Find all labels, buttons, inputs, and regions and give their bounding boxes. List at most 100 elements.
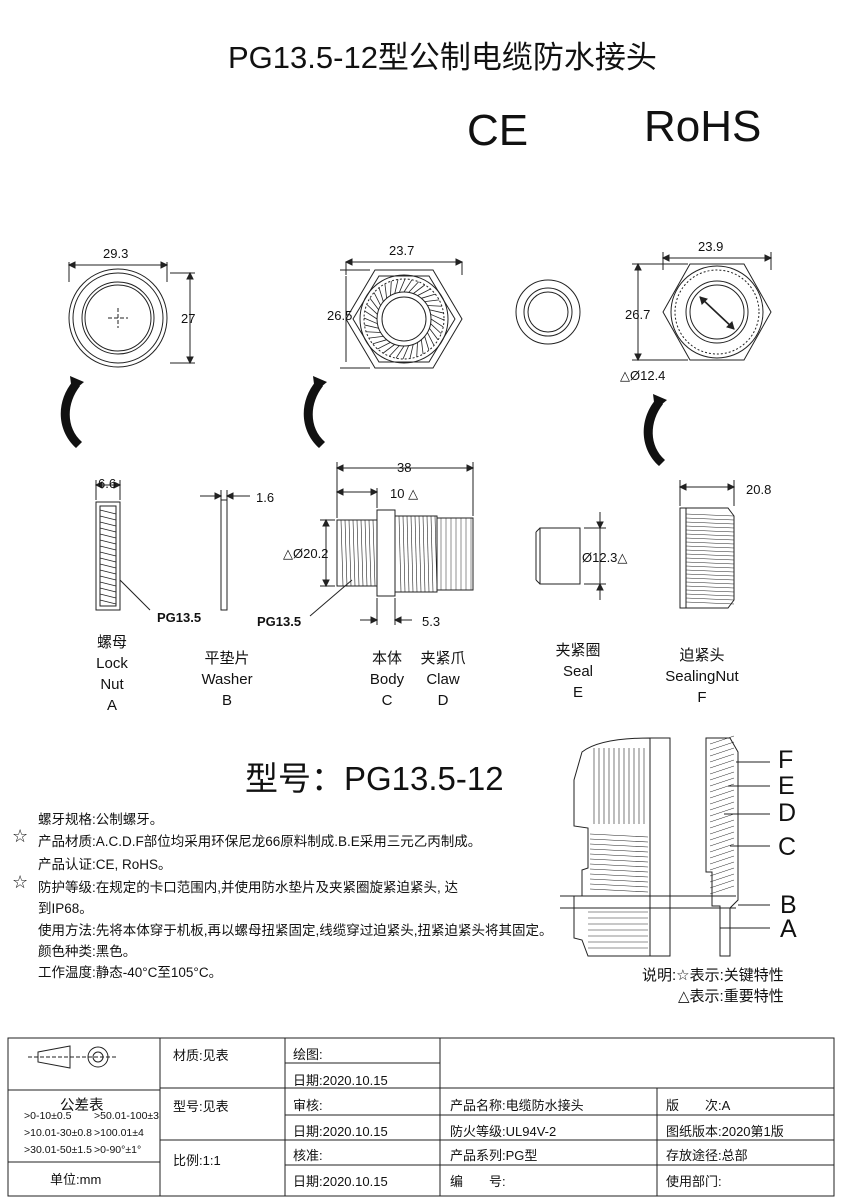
drawing-line [410,515,414,593]
seal-top-view [515,279,581,345]
part-code: A [106,697,117,714]
spec-thread: 螺牙规格:公制螺牙。 [38,812,164,827]
part-label-sealing-nut: 迫紧头 SealingNut F [650,645,754,708]
drawing-line [685,521,735,525]
drawing-line [366,304,378,315]
spec-protection-cont: 到IP68。 [38,901,93,916]
drawing-line [368,519,372,587]
drawing-line [709,741,735,751]
drawing-line [372,519,376,587]
drawing-line [408,281,419,293]
product-series: 产品系列:PG型 [450,1148,538,1163]
part-code: E [572,684,583,701]
part-en: Claw [426,671,460,688]
drawing-line [685,529,735,533]
storage-path: 存放途径:总部 [666,1148,748,1163]
drawing-line [427,305,442,307]
drawing-line [685,601,735,605]
drawing-line [709,837,735,847]
drawing-number: 编 号: [450,1174,506,1189]
part-code: D [437,692,449,709]
dim-seal-dia: Ø12.3△ [582,550,628,565]
material-label: 材质:见表 [173,1048,229,1063]
drawing-line [99,527,117,533]
legend-key-feature: 说明:☆表示:关键特性 [642,967,784,984]
drawing-line [709,807,735,817]
drawing-line [685,537,735,541]
rohs-mark: RoHS [644,102,762,151]
drawing-line [366,331,381,333]
drawn-by: 绘图: [293,1047,323,1062]
drawing-line [99,545,117,551]
drawing-line [685,545,735,549]
part-en: Seal [562,663,594,680]
spec-color: 颜色种类:黑色。 [38,944,137,959]
drawing-line [360,519,364,587]
dim-sealing-bore: △Ø12.4 [620,368,666,383]
drawing-line [402,345,410,360]
drawing-line [373,292,381,306]
drawing-line [99,515,117,521]
drawing-line [589,858,649,863]
drawing-line [356,519,360,587]
section-letter-e: E [778,772,795,800]
dim-body-thread-dia: △Ø20.2 [283,546,329,561]
approve-date: 日期:2020.10.15 [293,1174,388,1189]
part-cn: 螺母 [96,634,127,651]
drawing-line [99,557,117,563]
title-block-frame [7,1037,835,1197]
drawing-line [685,565,735,569]
part-cn: 夹紧爪 [420,650,466,667]
model-field: 型号:见表 [173,1099,229,1114]
drawing-line [589,838,649,843]
department: 使用部门: [666,1174,722,1189]
part-label-body: 本体 Body C [352,648,422,711]
drawing-line [589,833,649,838]
spec-certification: 产品认证:CE, RoHS。 [38,857,172,872]
dim-sealing-nut-length: 20.8 [746,482,772,497]
drawing-line [685,553,735,557]
spec-usage: 使用方法:先将本体穿于机板,再以螺母扭紧固定,线缆穿过迫紧头,扭紧迫紧头将其固定… [38,923,553,938]
drawing-line [709,747,735,757]
drawing-line [685,581,735,585]
drawing-line [382,344,396,354]
drawing-line [377,342,391,350]
drawing-line [709,825,735,835]
drawing-line [398,515,402,593]
drawing-line [685,577,735,581]
dim-lock-nut-width: 29.3 [103,246,129,261]
body-top-view [340,258,464,369]
drawing-line [412,284,426,294]
part-cn: 迫紧头 [679,647,725,664]
dim-body-step: 5.3 [422,614,441,629]
dim-body-height: 26.5 [327,308,353,323]
fire-rating: 防火等级:UL94V-2 [450,1124,557,1139]
drawing-line [99,593,117,599]
drawing-line [685,585,735,589]
drawing-line [348,519,352,587]
drawing-line [99,587,117,593]
drawing-line [709,813,735,823]
part-en: SealingNut [665,668,739,685]
drawing-line [589,848,649,853]
drawing-line [709,873,735,883]
key-feature-star: ☆ [12,872,29,892]
sealing-nut-top-view [632,252,773,362]
drawing-line [430,323,442,334]
dim-lock-nut-thickness: 6.6 [98,476,117,491]
drawing-line [709,861,735,871]
drawing-line [416,342,418,357]
spec-protection: 防护等级:在规定的卡口范围内,并使用防水垫片及夹紧圈旋紧迫紧头, 达 [38,880,459,895]
drawing-line [709,777,735,787]
drawing-line [403,279,413,293]
model-label: 型号：PG13.5-12 [245,760,504,797]
tolerance-cell: >50.01-100±3 [94,1110,160,1122]
drawing-line [430,313,445,321]
drawing-line [685,541,735,545]
seal-side-view [535,512,606,600]
part-code: F [697,689,707,706]
part-en: Body [369,671,405,688]
drawing-line [429,327,439,341]
drawing-line [369,297,379,311]
